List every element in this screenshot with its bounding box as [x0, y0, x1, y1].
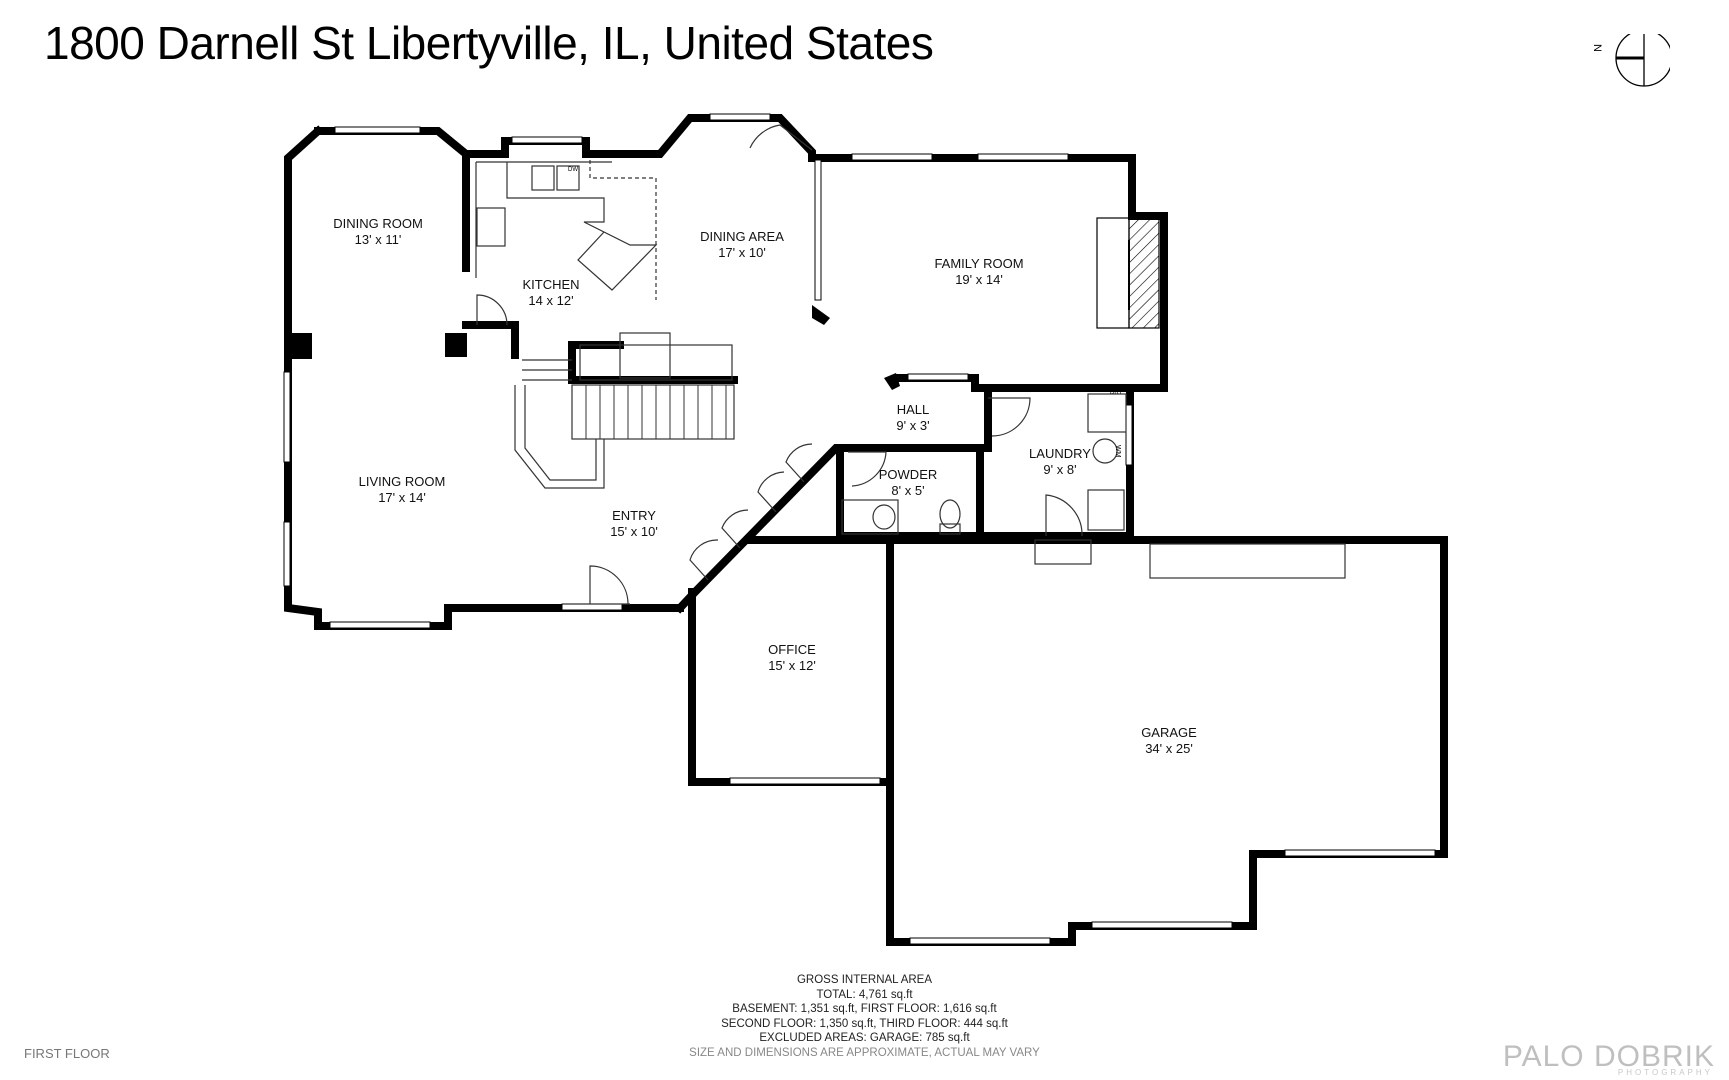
- room-name-powder: POWDER: [879, 467, 938, 482]
- room-name-living-room: LIVING ROOM: [359, 474, 446, 489]
- floor-name: FIRST FLOOR: [24, 1046, 110, 1061]
- exterior-walls: [284, 114, 1448, 946]
- fireplace: [1096, 217, 1160, 329]
- brand-sub: PHOTOGRAPHY: [1617, 1068, 1713, 1077]
- room-size-office: 15' x 12': [768, 658, 816, 673]
- bath-laundry-fixtures: DRY WM: [841, 390, 1127, 565]
- compass-icon: N: [1591, 34, 1670, 87]
- room-name-garage: GARAGE: [1141, 725, 1197, 740]
- room-size-family-room: 19' x 14': [955, 272, 1003, 287]
- room-size-dining-room: 13' x 11': [355, 232, 402, 247]
- dryer-label: DRY: [1110, 390, 1123, 396]
- staircase: [514, 332, 735, 489]
- washer-label: WM: [1114, 445, 1121, 458]
- area-heading: GROSS INTERNAL AREA: [796, 974, 933, 986]
- room-size-garage: 34' x 25': [1145, 741, 1193, 756]
- room-size-powder: 8' x 5': [891, 483, 924, 498]
- room-name-entry: ENTRY: [612, 508, 656, 523]
- room-name-kitchen: KITCHEN: [522, 277, 579, 292]
- room-name-family-room: FAMILY ROOM: [934, 256, 1023, 271]
- area-summary: GROSS INTERNAL AREA TOTAL: 4,761 sq.ft B…: [0, 973, 1729, 1061]
- room-name-office: OFFICE: [768, 642, 816, 657]
- garage-details: [1149, 543, 1346, 579]
- area-disclaimer: SIZE AND DIMENSIONS ARE APPROXIMATE, ACT…: [689, 1046, 1040, 1059]
- room-name-dining-room: DINING ROOM: [333, 216, 423, 231]
- compass-north-label: N: [1591, 44, 1603, 52]
- doors: [476, 124, 1083, 605]
- room-size-entry: 15' x 10': [610, 524, 658, 539]
- brand-logo: PALO DOBRIK: [1502, 1040, 1715, 1073]
- room-size-hall: 9' x 3': [896, 418, 929, 433]
- room-size-laundry: 9' x 8': [1043, 462, 1076, 477]
- windows: [283, 113, 1436, 945]
- kitchen-counters: DW: [475, 160, 658, 300]
- room-name-dining-area: DINING AREA: [700, 229, 784, 244]
- room-size-kitchen: 14 x 12': [528, 293, 573, 308]
- room-size-living-room: 17' x 14': [378, 490, 426, 505]
- room-labels: DINING ROOM 13' x 11' KITCHEN 14 x 12' D…: [333, 216, 1197, 756]
- room-name-hall: HALL: [897, 402, 930, 417]
- page-title: 1800 Darnell St Libertyville, IL, United…: [44, 17, 934, 69]
- area-total: TOTAL: 4,761 sq.ft: [816, 988, 913, 1001]
- room-size-dining-area: 17' x 10': [718, 245, 766, 260]
- area-line-2: SECOND FLOOR: 1,350 sq.ft, THIRD FLOOR: …: [721, 1017, 1008, 1030]
- area-line-1: BASEMENT: 1,351 sq.ft, FIRST FLOOR: 1,61…: [732, 1003, 997, 1016]
- dishwasher-label: DW: [568, 167, 578, 173]
- area-line-3: EXCLUDED AREAS: GARAGE: 785 sq.ft: [759, 1032, 970, 1045]
- room-name-laundry: LAUNDRY: [1029, 446, 1091, 461]
